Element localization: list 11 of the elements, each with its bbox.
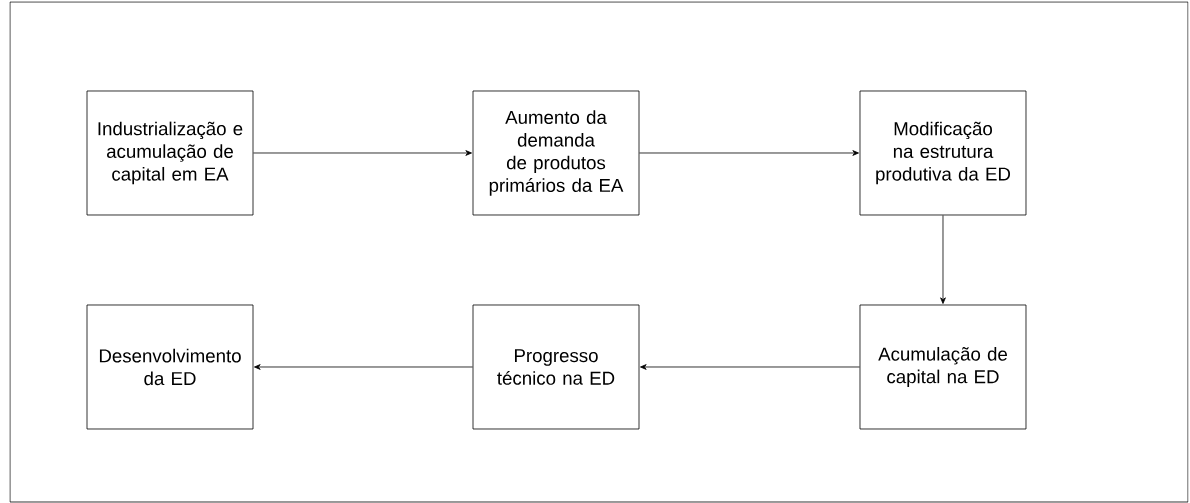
- process-box: Acumulação de capital na ED: [859, 304, 1027, 430]
- arrow: [639, 150, 859, 156]
- arrow: [253, 150, 472, 156]
- arrow: [254, 364, 473, 370]
- arrow: [940, 215, 946, 304]
- process-box: Industrialização e acumulação de capital em EA: [86, 90, 254, 216]
- process-box: Aumento da demanda de produtos primários da EA: [472, 90, 640, 216]
- process-box: Desenvolvimento da ED: [86, 304, 254, 430]
- process-box: Progresso técnico na ED: [472, 304, 640, 430]
- process-box: Modificação na estrutura produtiva da ED: [859, 90, 1027, 216]
- arrow: [640, 364, 860, 370]
